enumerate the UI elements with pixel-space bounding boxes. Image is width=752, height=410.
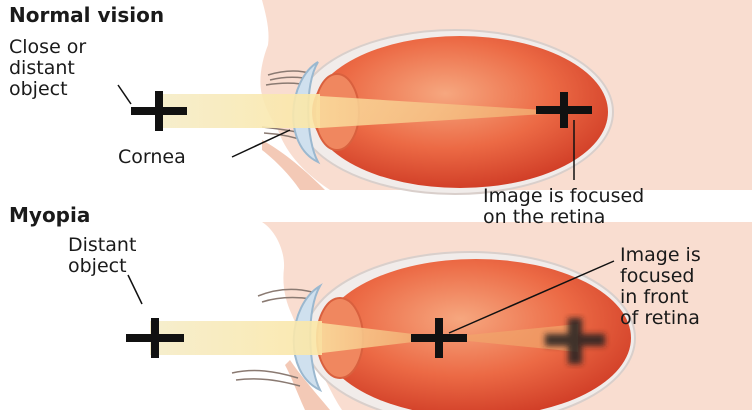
normal-vision-panel — [118, 0, 752, 194]
label-cornea: Cornea — [118, 147, 186, 168]
label-object-myopia: Distant object — [68, 235, 136, 277]
heading-myopia: Myopia — [9, 203, 90, 227]
object-pointer — [128, 275, 142, 304]
label-image-in-front: Image is focused in front of retina — [620, 245, 701, 329]
label-image-on-retina: Image is focused on the retina — [483, 186, 644, 228]
heading-normal-vision: Normal vision — [9, 3, 164, 27]
label-object-normal: Close or distant object — [9, 37, 86, 100]
object-pointer — [118, 85, 131, 104]
